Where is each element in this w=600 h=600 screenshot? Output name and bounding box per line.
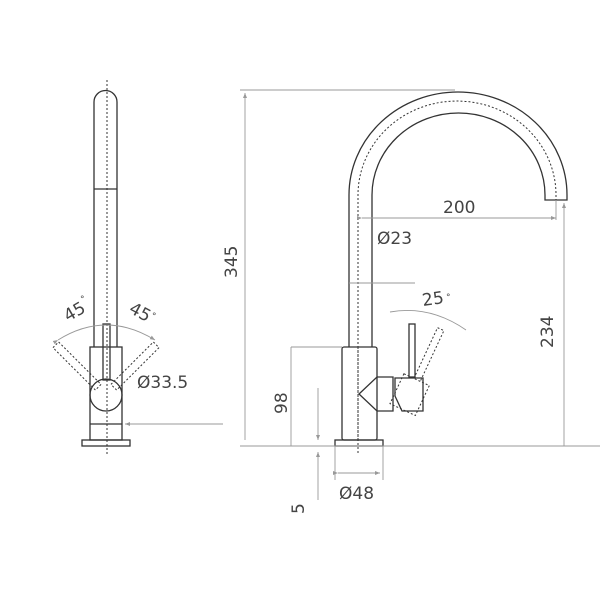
angle-right-degree: °: [152, 312, 157, 322]
angle-right-label: 45: [126, 299, 154, 327]
body-height-label: 98: [272, 392, 292, 414]
side-body: [89, 346, 123, 441]
lever-angle-label: 25: [421, 288, 445, 311]
side-lever-left-dashed: [52, 341, 102, 391]
handle-block: [394, 377, 424, 412]
front-base-plate: [334, 439, 384, 447]
side-view: 45 ° 45 ° Ø33.5: [52, 80, 223, 454]
lever-angle-arc: [389, 310, 467, 331]
total-height-label: 345: [222, 246, 242, 278]
front-view: 345 98 5 Ø48 Ø23 200 234 25 °: [222, 89, 600, 514]
pipe-diameter-label: Ø23: [377, 229, 412, 249]
angle-left-degree: °: [80, 295, 85, 305]
spout-reach-label: 200: [443, 198, 475, 218]
side-base-plate: [81, 439, 131, 447]
spout-centerline: [357, 100, 557, 440]
lever-rotated-dashed: [389, 327, 445, 417]
body-diameter-label: Ø33.5: [137, 373, 188, 393]
side-handle-hub: [89, 378, 123, 412]
spout-height-label: 234: [538, 316, 558, 348]
spout-outer: [348, 91, 568, 347]
side-angle-arc: [52, 324, 156, 345]
side-spout-pipe: [93, 89, 118, 347]
front-lever: [408, 323, 416, 378]
base-thickness-label: 5: [289, 503, 309, 514]
angle-left-label: 45: [61, 298, 90, 326]
lever-angle-degree: °: [446, 293, 451, 303]
base-diameter-label: Ø48: [339, 484, 374, 504]
handle-housing: [358, 376, 394, 412]
